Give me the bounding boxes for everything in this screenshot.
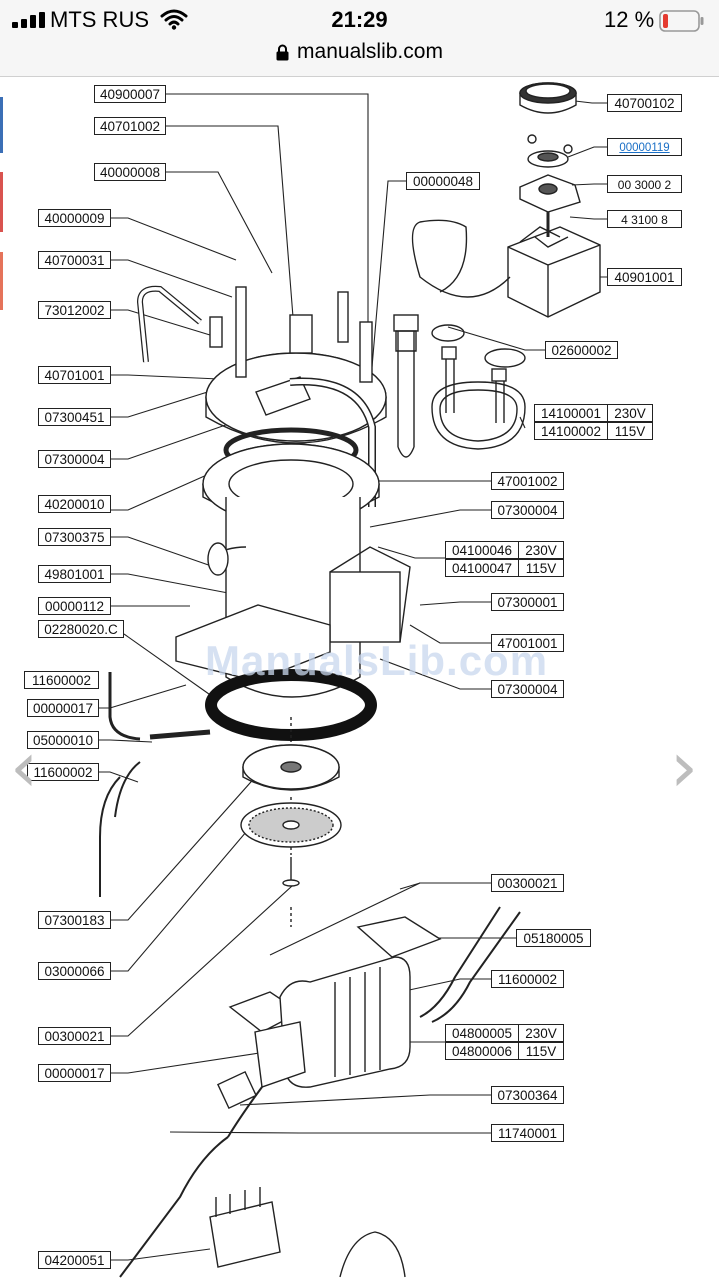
- manual-page: ManualsLib.com 40900007 40701002 4000000…: [0, 77, 719, 1280]
- part-label-07300451: 07300451: [38, 408, 111, 426]
- part-label-07300001: 07300001: [491, 593, 564, 611]
- part-label-07300004: 07300004: [491, 680, 564, 698]
- prev-page-button[interactable]: ‹: [10, 726, 38, 808]
- part-label-07300004: 07300004: [491, 501, 564, 519]
- part-label-04100046: 04100046: [445, 541, 519, 559]
- part-label-00000048: 00000048: [406, 172, 480, 190]
- part-label-49801001: 49801001: [38, 565, 111, 583]
- next-page-button[interactable]: ›: [670, 726, 698, 808]
- address-bar[interactable]: manualslib.com: [0, 40, 719, 64]
- part-link-00000119[interactable]: 00000119: [607, 138, 682, 156]
- part-label-04800005: 04800005: [445, 1024, 519, 1042]
- part-label-02600002: 02600002: [545, 341, 618, 359]
- part-label-40700102: 40700102: [607, 94, 682, 112]
- part-label-14100001: 14100001: [534, 404, 608, 422]
- battery-icon: [659, 10, 704, 32]
- part-label-07300183: 07300183: [38, 911, 111, 929]
- part-label-00300021: 00300021: [38, 1027, 111, 1045]
- left-accent-blue: [0, 97, 3, 153]
- part-label-05180005: 05180005: [516, 929, 591, 947]
- signal-icon: [12, 12, 45, 28]
- part-label-00000017: 00000017: [27, 699, 99, 717]
- part-label-40701002: 40701002: [94, 117, 166, 135]
- part-label-11600002: 11600002: [24, 671, 99, 689]
- part-label-40900007: 40900007: [94, 85, 166, 103]
- part-label-05000010: 05000010: [27, 731, 99, 749]
- voltage-14100001: 230V: [607, 404, 653, 422]
- watermark-text: ManualsLib.com: [205, 637, 549, 684]
- voltage-14100002: 115V: [607, 422, 653, 440]
- voltage-04100046: 230V: [518, 541, 564, 559]
- status-bar: MTS RUS 21:29 12 % manualslib.com: [0, 0, 719, 77]
- part-label-40000009: 40000009: [38, 209, 111, 227]
- part-label-00300021: 00300021: [491, 874, 564, 892]
- voltage-04100047: 115V: [518, 559, 564, 577]
- part-label-04100047: 04100047: [445, 559, 519, 577]
- part-label-11600002: 11600002: [491, 970, 564, 988]
- part-label-04200051: 04200051: [38, 1251, 111, 1269]
- part-label-11600002: 11600002: [27, 763, 99, 781]
- part-label-40000008: 40000008: [94, 163, 166, 181]
- battery-percent: 12 %: [604, 7, 655, 32]
- carrier-name: MTS RUS: [50, 7, 149, 32]
- clock: 21:29: [331, 7, 388, 32]
- part-label-40300108: 4 3100 8: [607, 210, 682, 228]
- wifi-icon: [160, 9, 188, 30]
- part-label-02280020c: 02280020.C: [38, 620, 124, 638]
- part-label-40901001: 40901001: [607, 268, 682, 286]
- part-label-00000017: 00000017: [38, 1064, 111, 1082]
- url-text: manualslib.com: [297, 40, 443, 63]
- part-label-00300002: 00 3000 2: [607, 175, 682, 193]
- part-label-04800006: 04800006: [445, 1042, 519, 1060]
- part-label-00000112: 00000112: [38, 597, 111, 615]
- part-label-03000066: 03000066: [38, 962, 111, 980]
- part-label-73012002: 73012002: [38, 301, 111, 319]
- exploded-parts-diagram: [99, 82, 607, 1278]
- left-accent-red: [0, 172, 3, 232]
- part-label-40200010: 40200010: [38, 495, 111, 513]
- part-label-14100002: 14100002: [534, 422, 608, 440]
- part-label-40701001: 40701001: [38, 366, 111, 384]
- voltage-04800005: 230V: [518, 1024, 564, 1042]
- part-label-11740001: 11740001: [491, 1124, 564, 1142]
- part-label-07300004: 07300004: [38, 450, 111, 468]
- voltage-04800006: 115V: [518, 1042, 564, 1060]
- left-accent-red2: [0, 252, 3, 310]
- part-label-07300375: 07300375: [38, 528, 111, 546]
- part-label-47001001: 47001001: [491, 634, 564, 652]
- part-label-40700031: 40700031: [38, 251, 111, 269]
- part-label-07300364: 07300364: [491, 1086, 564, 1104]
- part-label-47001002: 47001002: [491, 472, 564, 490]
- lock-icon: [276, 44, 289, 61]
